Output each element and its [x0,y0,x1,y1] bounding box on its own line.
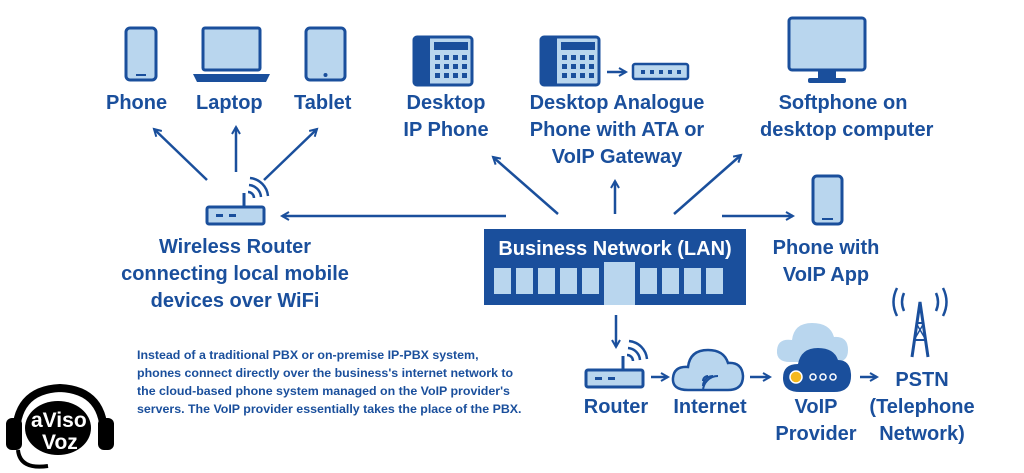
cloud-server-icon [776,323,852,392]
connection-arrows [154,127,877,377]
lan-switch-icon [484,229,746,305]
description-text: Instead of a traditional PBX or on-premi… [137,348,522,416]
label-voip-app: Phone with VoIP App [772,237,880,286]
label-pstn: PSTN (Telephone Network) [869,369,975,445]
cloud-icon [671,348,745,392]
tablet-icon [304,26,347,82]
ata-gateway-icon [539,35,690,87]
logo-word-2: Voz [42,431,78,454]
logo-word-1: aViso [31,409,87,432]
label-internet: Internet [673,396,747,418]
label-voip-provider: VoIP Provider [775,396,857,445]
label-desktop-ip-phone: Desktop IP Phone [403,92,489,141]
mobile-phone-icon [811,174,844,226]
label-wireless-router: Wireless Router connecting local mobile … [121,236,349,312]
label-laptop: Laptop [196,92,263,114]
phone-icon [124,26,158,82]
label-phone: Phone [106,92,168,114]
label-analogue-phone: Desktop Analogue Phone with ATA or VoIP … [529,92,705,168]
label-softphone: Softphone on desktop computer [760,92,934,141]
headset-logo-icon: aViso Voz [6,383,114,469]
label-router: Router [583,396,649,418]
monitor-icon [787,16,867,83]
laptop-icon [193,26,270,82]
lan-title: Business Network (LAN) [498,238,732,260]
router-icon [584,339,649,389]
antenna-tower-icon [892,287,948,358]
wifi-router-icon [205,176,270,226]
label-tablet: Tablet [294,92,352,114]
desk-phone-icon [412,35,474,87]
